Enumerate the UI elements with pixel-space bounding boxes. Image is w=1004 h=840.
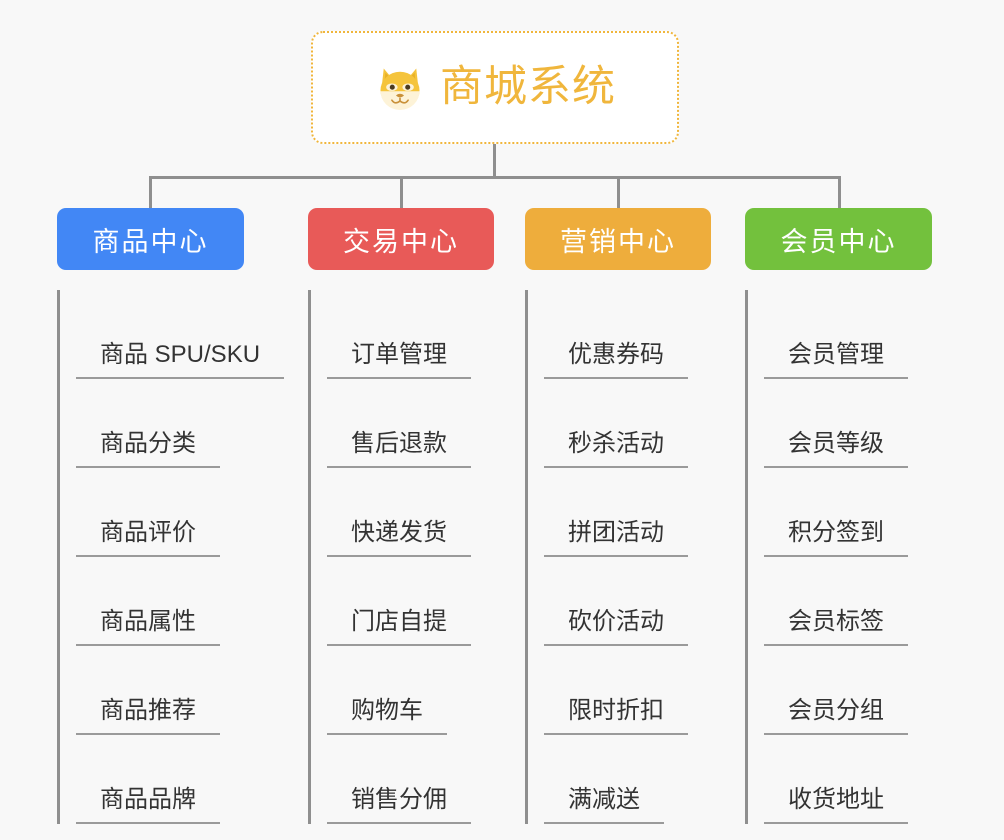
- branch-column-trade: 交易中心 订单管理 售后退款 快递发货 门店自提 购物车 销售分佣: [308, 208, 494, 824]
- dog-face-icon: [380, 68, 420, 110]
- list-item[interactable]: 订单管理: [327, 290, 494, 379]
- list-item[interactable]: 商品属性: [76, 557, 284, 646]
- leaf-label: 购物车: [327, 696, 447, 735]
- list-item[interactable]: 限时折扣: [544, 646, 711, 735]
- leaf-label: 收货地址: [764, 785, 908, 824]
- list-item[interactable]: 售后退款: [327, 379, 494, 468]
- list-item[interactable]: 商品分类: [76, 379, 284, 468]
- leaf-label: 会员管理: [764, 340, 908, 379]
- list-item[interactable]: 满减送: [544, 735, 711, 824]
- branch-column-product: 商品中心 商品 SPU/SKU 商品分类 商品评价 商品属性 商品推荐 商品品牌: [57, 208, 285, 824]
- branch-header-product[interactable]: 商品中心: [57, 208, 244, 270]
- list-item[interactable]: 购物车: [327, 646, 494, 735]
- leaf-label: 订单管理: [327, 340, 471, 379]
- leaf-label: 拼团活动: [544, 518, 688, 557]
- connector-drop-1: [149, 176, 152, 209]
- root-title: 商城系统: [440, 63, 616, 111]
- connector-drop-3: [617, 176, 620, 209]
- leaf-label: 优惠券码: [544, 340, 688, 379]
- list-item[interactable]: 拼团活动: [544, 468, 711, 557]
- leaf-label: 砍价活动: [544, 607, 688, 646]
- list-item[interactable]: 商品品牌: [76, 735, 284, 824]
- branch-header-marketing[interactable]: 营销中心: [525, 208, 711, 270]
- list-item[interactable]: 收货地址: [764, 735, 932, 824]
- connector-stem: [493, 144, 496, 178]
- leaf-label: 快递发货: [327, 518, 471, 557]
- leaf-label: 限时折扣: [544, 696, 688, 735]
- connector-drop-2: [400, 176, 403, 209]
- leaf-label: 商品 SPU/SKU: [76, 340, 285, 379]
- list-item[interactable]: 秒杀活动: [544, 379, 711, 468]
- list-item[interactable]: 门店自提: [327, 557, 494, 646]
- leaf-list-product: 商品 SPU/SKU 商品分类 商品评价 商品属性 商品推荐 商品品牌: [57, 290, 285, 824]
- list-item[interactable]: 会员分组: [764, 646, 932, 735]
- list-item[interactable]: 销售分佣: [327, 735, 494, 824]
- leaf-list-trade: 订单管理 售后退款 快递发货 门店自提 购物车 销售分佣: [308, 290, 494, 824]
- list-item[interactable]: 快递发货: [327, 468, 494, 557]
- leaf-label: 售后退款: [327, 429, 471, 468]
- list-item[interactable]: 会员标签: [764, 557, 932, 646]
- connector-bar: [149, 176, 841, 179]
- leaf-label: 商品推荐: [76, 696, 220, 735]
- leaf-label: 满减送: [544, 785, 664, 824]
- list-item[interactable]: 砍价活动: [544, 557, 711, 646]
- leaf-label: 门店自提: [327, 607, 471, 646]
- leaf-label: 秒杀活动: [544, 429, 688, 468]
- branch-column-marketing: 营销中心 优惠券码 秒杀活动 拼团活动 砍价活动 限时折扣 满减送: [525, 208, 711, 824]
- leaf-list-member: 会员管理 会员等级 积分签到 会员标签 会员分组 收货地址: [745, 290, 932, 824]
- list-item[interactable]: 商品推荐: [76, 646, 284, 735]
- root-node[interactable]: 商城系统: [311, 31, 679, 144]
- branch-column-member: 会员中心 会员管理 会员等级 积分签到 会员标签 会员分组 收货地址: [745, 208, 932, 824]
- leaf-label: 商品评价: [76, 518, 220, 557]
- connector-drop-4: [838, 176, 841, 209]
- list-item[interactable]: 会员管理: [764, 290, 932, 379]
- list-item[interactable]: 会员等级: [764, 379, 932, 468]
- leaf-label: 销售分佣: [327, 785, 471, 824]
- leaf-label: 商品品牌: [76, 785, 220, 824]
- leaf-label: 商品属性: [76, 607, 220, 646]
- leaf-label: 会员等级: [764, 429, 908, 468]
- list-item[interactable]: 商品评价: [76, 468, 284, 557]
- leaf-label: 积分签到: [764, 518, 908, 557]
- list-item[interactable]: 商品 SPU/SKU: [76, 290, 285, 379]
- leaf-label: 会员分组: [764, 696, 908, 735]
- list-item[interactable]: 积分签到: [764, 468, 932, 557]
- branch-header-trade[interactable]: 交易中心: [308, 208, 494, 270]
- list-item[interactable]: 优惠券码: [544, 290, 711, 379]
- leaf-list-marketing: 优惠券码 秒杀活动 拼团活动 砍价活动 限时折扣 满减送: [525, 290, 711, 824]
- leaf-label: 商品分类: [76, 429, 220, 468]
- leaf-label: 会员标签: [764, 607, 908, 646]
- branch-header-member[interactable]: 会员中心: [745, 208, 932, 270]
